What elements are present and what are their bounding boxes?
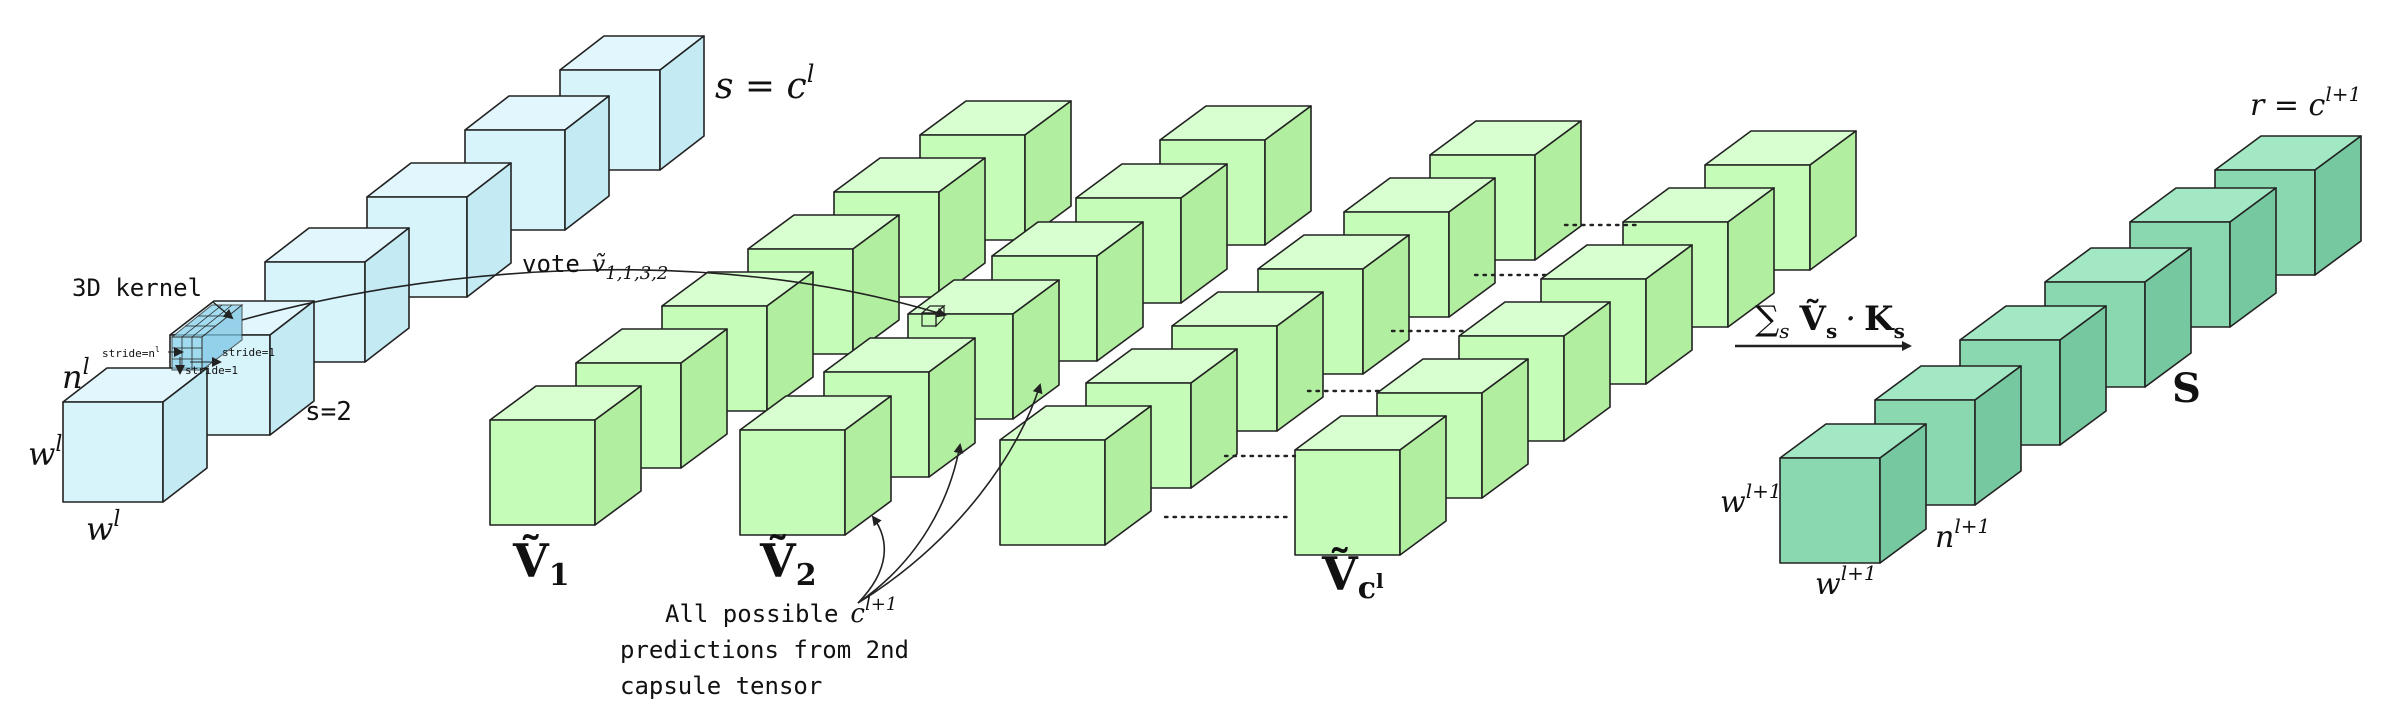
vote-cube	[999, 405, 1152, 546]
input-cube	[62, 367, 208, 503]
vote-cube	[1294, 415, 1447, 556]
v1-label: Ṽ1	[512, 533, 570, 593]
w-l-bottom-label: wl	[86, 507, 120, 548]
stride-n-label: stride=nl	[102, 345, 160, 360]
vc-label: Ṽcl	[1321, 546, 1384, 606]
input-cube	[264, 227, 410, 363]
w-l-side-label: wl	[28, 432, 62, 473]
vote-connector	[212, 268, 947, 328]
vote-tensors	[489, 100, 1857, 556]
v2-label: Ṽ2	[759, 533, 817, 593]
ellipsis-dots	[1163, 223, 1642, 519]
stride-1b-label: stride=1	[185, 364, 238, 377]
n-next-label: nl+1	[1935, 514, 1990, 555]
w-next-bottom-label: wl+1	[1815, 561, 1877, 602]
note-line-3: capsule tensor	[620, 672, 822, 700]
s-equals-label: s = cl	[715, 60, 814, 107]
w-next-side-label: wl+1	[1720, 479, 1782, 520]
kernel-label: 3D kernel	[72, 274, 202, 302]
note-line-2: predictions from 2nd	[620, 636, 909, 664]
output-capsule-tensor	[1779, 135, 2362, 564]
stride-label: s=2	[305, 397, 352, 427]
input-capsule-tensor	[62, 35, 705, 503]
r-equals-label: r = cl+1	[2250, 82, 2361, 123]
vote-cube	[489, 385, 642, 526]
vote-cube	[739, 395, 892, 536]
prediction-arrows	[857, 383, 1043, 604]
output-cube	[1779, 423, 1927, 564]
input-cube	[366, 162, 512, 298]
stride-1a-label: stride=1	[222, 346, 275, 359]
n-l-label: nl	[62, 355, 90, 396]
s-output-label: S	[2172, 365, 2201, 412]
